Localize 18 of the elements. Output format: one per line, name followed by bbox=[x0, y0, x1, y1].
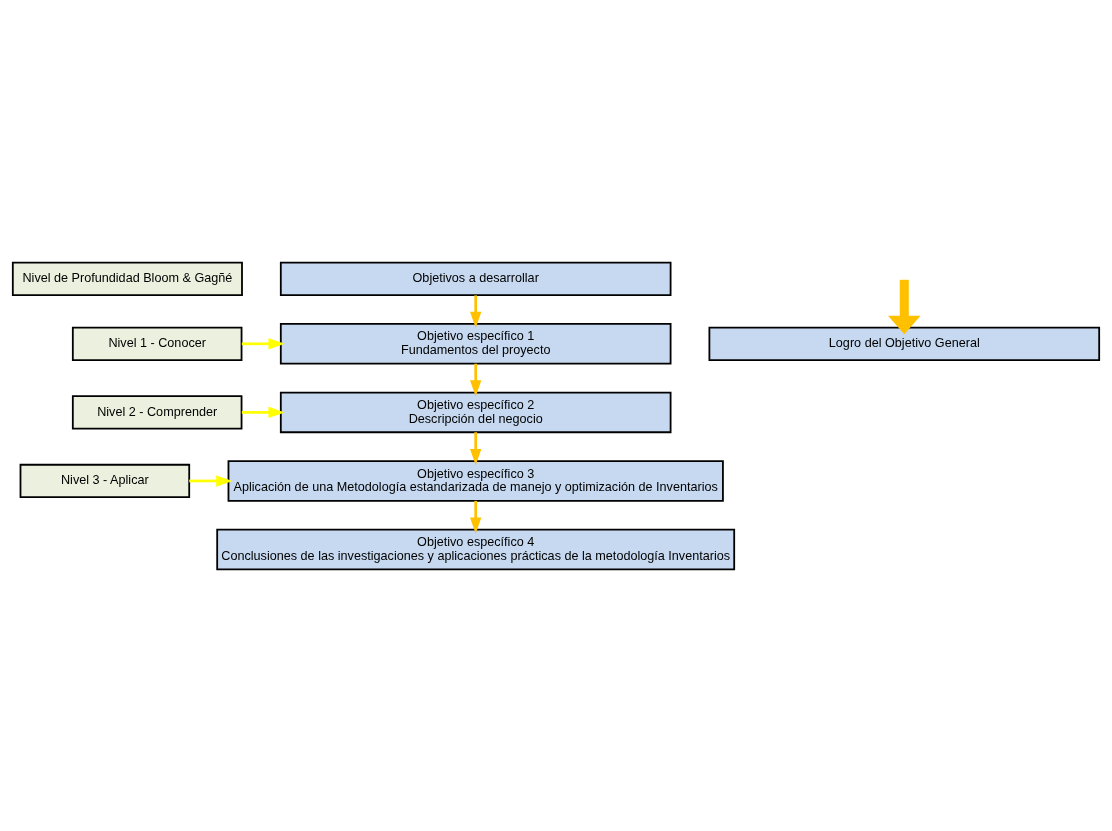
node-box: Logro del Objetivo General bbox=[708, 326, 1101, 361]
node-box: Nivel 2 - Comprender bbox=[71, 394, 243, 430]
node-box: Objetivo específico 2 Descripción del negocio bbox=[279, 391, 672, 433]
node-box: Nivel 1 - Conocer bbox=[71, 326, 243, 361]
arrow bbox=[241, 406, 285, 418]
node-box: Nivel 3 - Aplicar bbox=[19, 463, 191, 498]
node-box: Objetivo específico 3 Aplicación de una Metodología estandarizada de manejo y optimización de Inventarios bbox=[227, 459, 724, 502]
arrow bbox=[888, 279, 921, 334]
arrow bbox=[470, 363, 482, 397]
arrow bbox=[470, 294, 482, 328]
node-box: Objetivo específico 4 Conclusiones de las investigaciones y aplicaciones prácticas de la metodología Inventarios bbox=[216, 528, 736, 570]
arrow bbox=[241, 337, 285, 349]
arrow bbox=[189, 474, 233, 487]
node-box: Nivel de Profundidad Bloom & Gagñé bbox=[11, 261, 243, 296]
node-box: Objetivo específico 1 Fundamentos del proyecto bbox=[279, 322, 672, 365]
arrow bbox=[470, 431, 482, 465]
node-box: Objetivos a desarrollar bbox=[279, 261, 672, 296]
arrow bbox=[470, 500, 482, 534]
